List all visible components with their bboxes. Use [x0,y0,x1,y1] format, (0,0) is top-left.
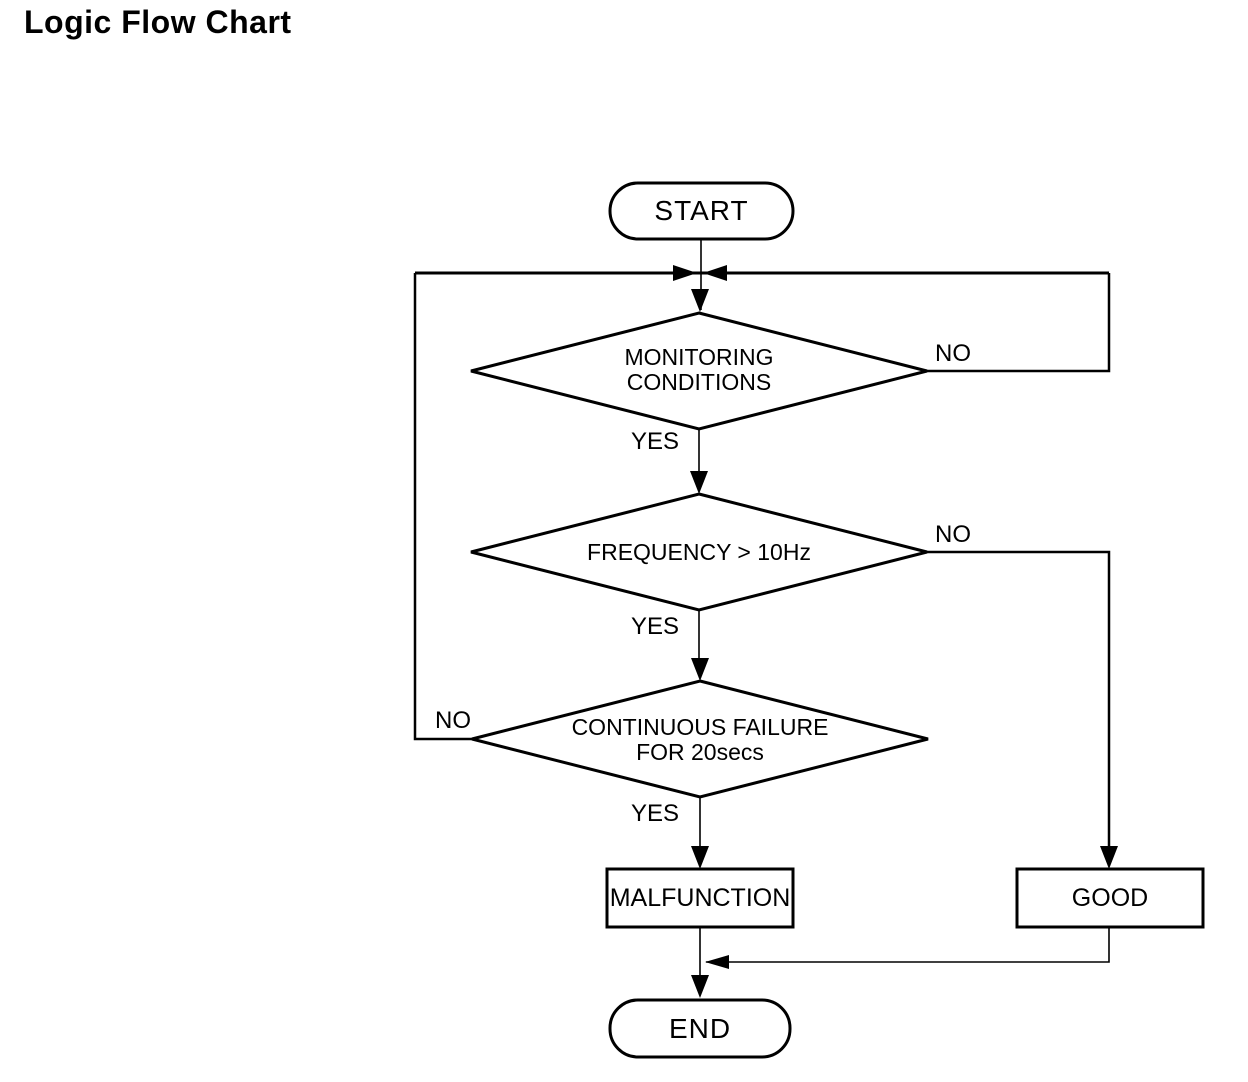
good-label: GOOD [1071,884,1149,912]
arrowhead-into-good-icon [1100,846,1118,869]
monitoring-no-label: NO [935,340,971,367]
continuous-decision-diamond [471,679,929,799]
frequency-label: FREQUENCY > 10Hz [587,539,811,565]
edge-monitoring-no-right-rail [926,273,1111,373]
start-terminator-shape [608,181,795,241]
arrowhead-junction-left-icon [673,265,697,281]
end-terminator-shape [608,998,792,1059]
monitoring-conditions-line2: CONDITIONS [626,369,772,395]
continuous-yes-label: YES [630,800,680,827]
start-label: START [654,195,749,226]
arrowhead-merge-left-icon [705,955,729,969]
frequency-yes-label: YES [630,613,680,640]
edge-frequency-no-to-good [926,550,1111,846]
edge-continuous-no-left-rail [413,273,473,741]
continuous-failure-label: CONTINUOUS FAILURE FOR 20secs [550,715,850,765]
frequency-no-label: NO [935,521,971,548]
arrowhead-into-continuous-icon [691,658,709,681]
edge-good-merge-to-end [706,927,1110,963]
continuous-failure-line1: CONTINUOUS FAILURE [571,714,829,740]
arrowhead-junction-right-icon [703,265,727,281]
monitoring-yes-label: YES [630,428,680,455]
end-label: END [668,1013,732,1044]
arrowhead-into-monitoring-icon [691,289,709,312]
malfunction-process-box [605,867,795,929]
good-process-box [1015,867,1205,929]
frequency-decision-diamond [470,492,928,612]
monitoring-conditions-line1: MONITORING [624,344,774,370]
monitoring-conditions-label: MONITORING CONDITIONS [549,345,849,395]
arrowhead-into-frequency-icon [690,471,708,494]
continuous-no-label: NO [435,707,471,734]
arrowhead-into-malfunction-icon [691,846,709,869]
monitoring-decision-diamond [470,311,928,431]
arrowhead-into-end-icon [691,975,709,998]
continuous-failure-line2: FOR 20secs [636,739,764,765]
page-title: Logic Flow Chart [24,4,292,40]
malfunction-label: MALFUNCTION [609,884,791,912]
